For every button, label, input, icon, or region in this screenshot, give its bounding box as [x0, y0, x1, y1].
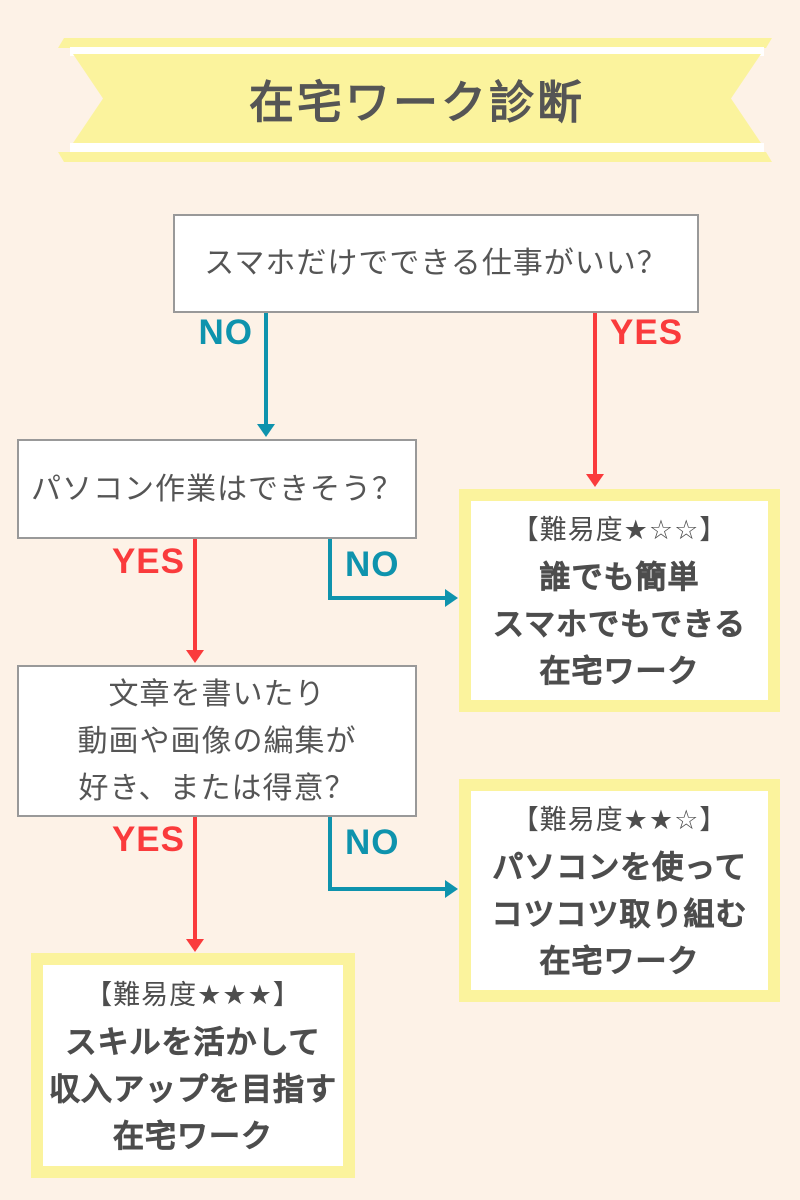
question-box-1: スマホだけでできる仕事がいい？	[173, 214, 699, 313]
q3-no-line-horizontal	[328, 887, 446, 891]
result-2-difficulty: 【難易度★★☆】	[511, 804, 728, 835]
result-3-difficulty: 【難易度★★★】	[85, 979, 301, 1010]
q2-no-line-horizontal	[328, 596, 446, 600]
q1-yes-label: YES	[610, 313, 684, 352]
q3-yes-arrow-down-icon	[186, 939, 204, 952]
result-box-1: 【難易度★☆☆】 誰でも簡単 スマホでもできる 在宅ワーク	[459, 489, 780, 712]
ribbon-bottom-strip	[58, 152, 772, 162]
result-3-line-3: 在宅ワーク	[113, 1118, 273, 1154]
ribbon-bottom-gap	[70, 143, 764, 152]
result-1-line-2: スマホでもできる	[492, 606, 747, 642]
result-box-2: 【難易度★★☆】 パソコンを使って コツコツ取り組む 在宅ワーク	[459, 779, 780, 1002]
q2-yes-line	[193, 539, 197, 651]
result-2-content: 【難易度★★☆】 パソコンを使って コツコツ取り組む 在宅ワーク	[471, 791, 768, 990]
q2-no-arrow-right-icon	[445, 589, 458, 607]
ribbon-banner: 在宅ワーク診断	[73, 54, 761, 143]
question-2-text: パソコン作業はできそう？	[31, 472, 403, 506]
q1-yes-arrow-down-icon	[586, 474, 604, 487]
question-3-line-2: 動画や画像の編集が	[77, 724, 357, 758]
q1-no-label: NO	[198, 313, 253, 352]
q3-no-line-vertical	[328, 817, 332, 891]
result-box-3: 【難易度★★★】 スキルを活かして 収入アップを目指す 在宅ワーク	[31, 953, 355, 1178]
q1-no-line	[264, 313, 268, 425]
result-1-content: 【難易度★☆☆】 誰でも簡単 スマホでもできる 在宅ワーク	[471, 501, 768, 700]
result-2-line-2: コツコツ取り組む	[491, 896, 748, 932]
result-3-content: 【難易度★★★】 スキルを活かして 収入アップを目指す 在宅ワーク	[43, 965, 343, 1166]
question-3-line-1: 文章を書いたり	[108, 677, 326, 711]
q2-no-label: NO	[345, 545, 400, 584]
result-1-line-1: 誰でも簡単	[539, 559, 700, 595]
page-title: 在宅ワーク診断	[248, 77, 585, 128]
q3-no-label: NO	[345, 823, 400, 862]
q1-no-arrow-down-icon	[257, 424, 275, 437]
q1-yes-line	[593, 313, 597, 475]
q2-no-line-vertical	[328, 539, 332, 600]
ribbon-top-strip	[58, 38, 772, 48]
q3-yes-line	[193, 817, 197, 940]
q3-yes-label: YES	[111, 820, 185, 859]
result-3-line-2: 収入アップを目指す	[49, 1071, 337, 1107]
result-1-difficulty: 【難易度★☆☆】	[511, 514, 728, 545]
q3-no-arrow-right-icon	[445, 880, 458, 898]
result-2-line-1: パソコンを使って	[492, 849, 747, 885]
result-2-line-3: 在宅ワーク	[539, 943, 700, 979]
question-box-3: 文章を書いたり 動画や画像の編集が 好き、または得意？	[17, 665, 417, 817]
ribbon-top-gap	[70, 47, 764, 56]
result-3-line-1: スキルを活かして	[65, 1024, 321, 1060]
question-box-2: パソコン作業はできそう？	[17, 439, 417, 539]
question-3-line-3: 好き、または得意？	[78, 771, 356, 805]
question-1-text: スマホだけでできる仕事がいい？	[204, 247, 668, 280]
result-1-line-3: 在宅ワーク	[539, 653, 700, 689]
q2-yes-arrow-down-icon	[186, 650, 204, 663]
q2-yes-label: YES	[111, 542, 185, 581]
